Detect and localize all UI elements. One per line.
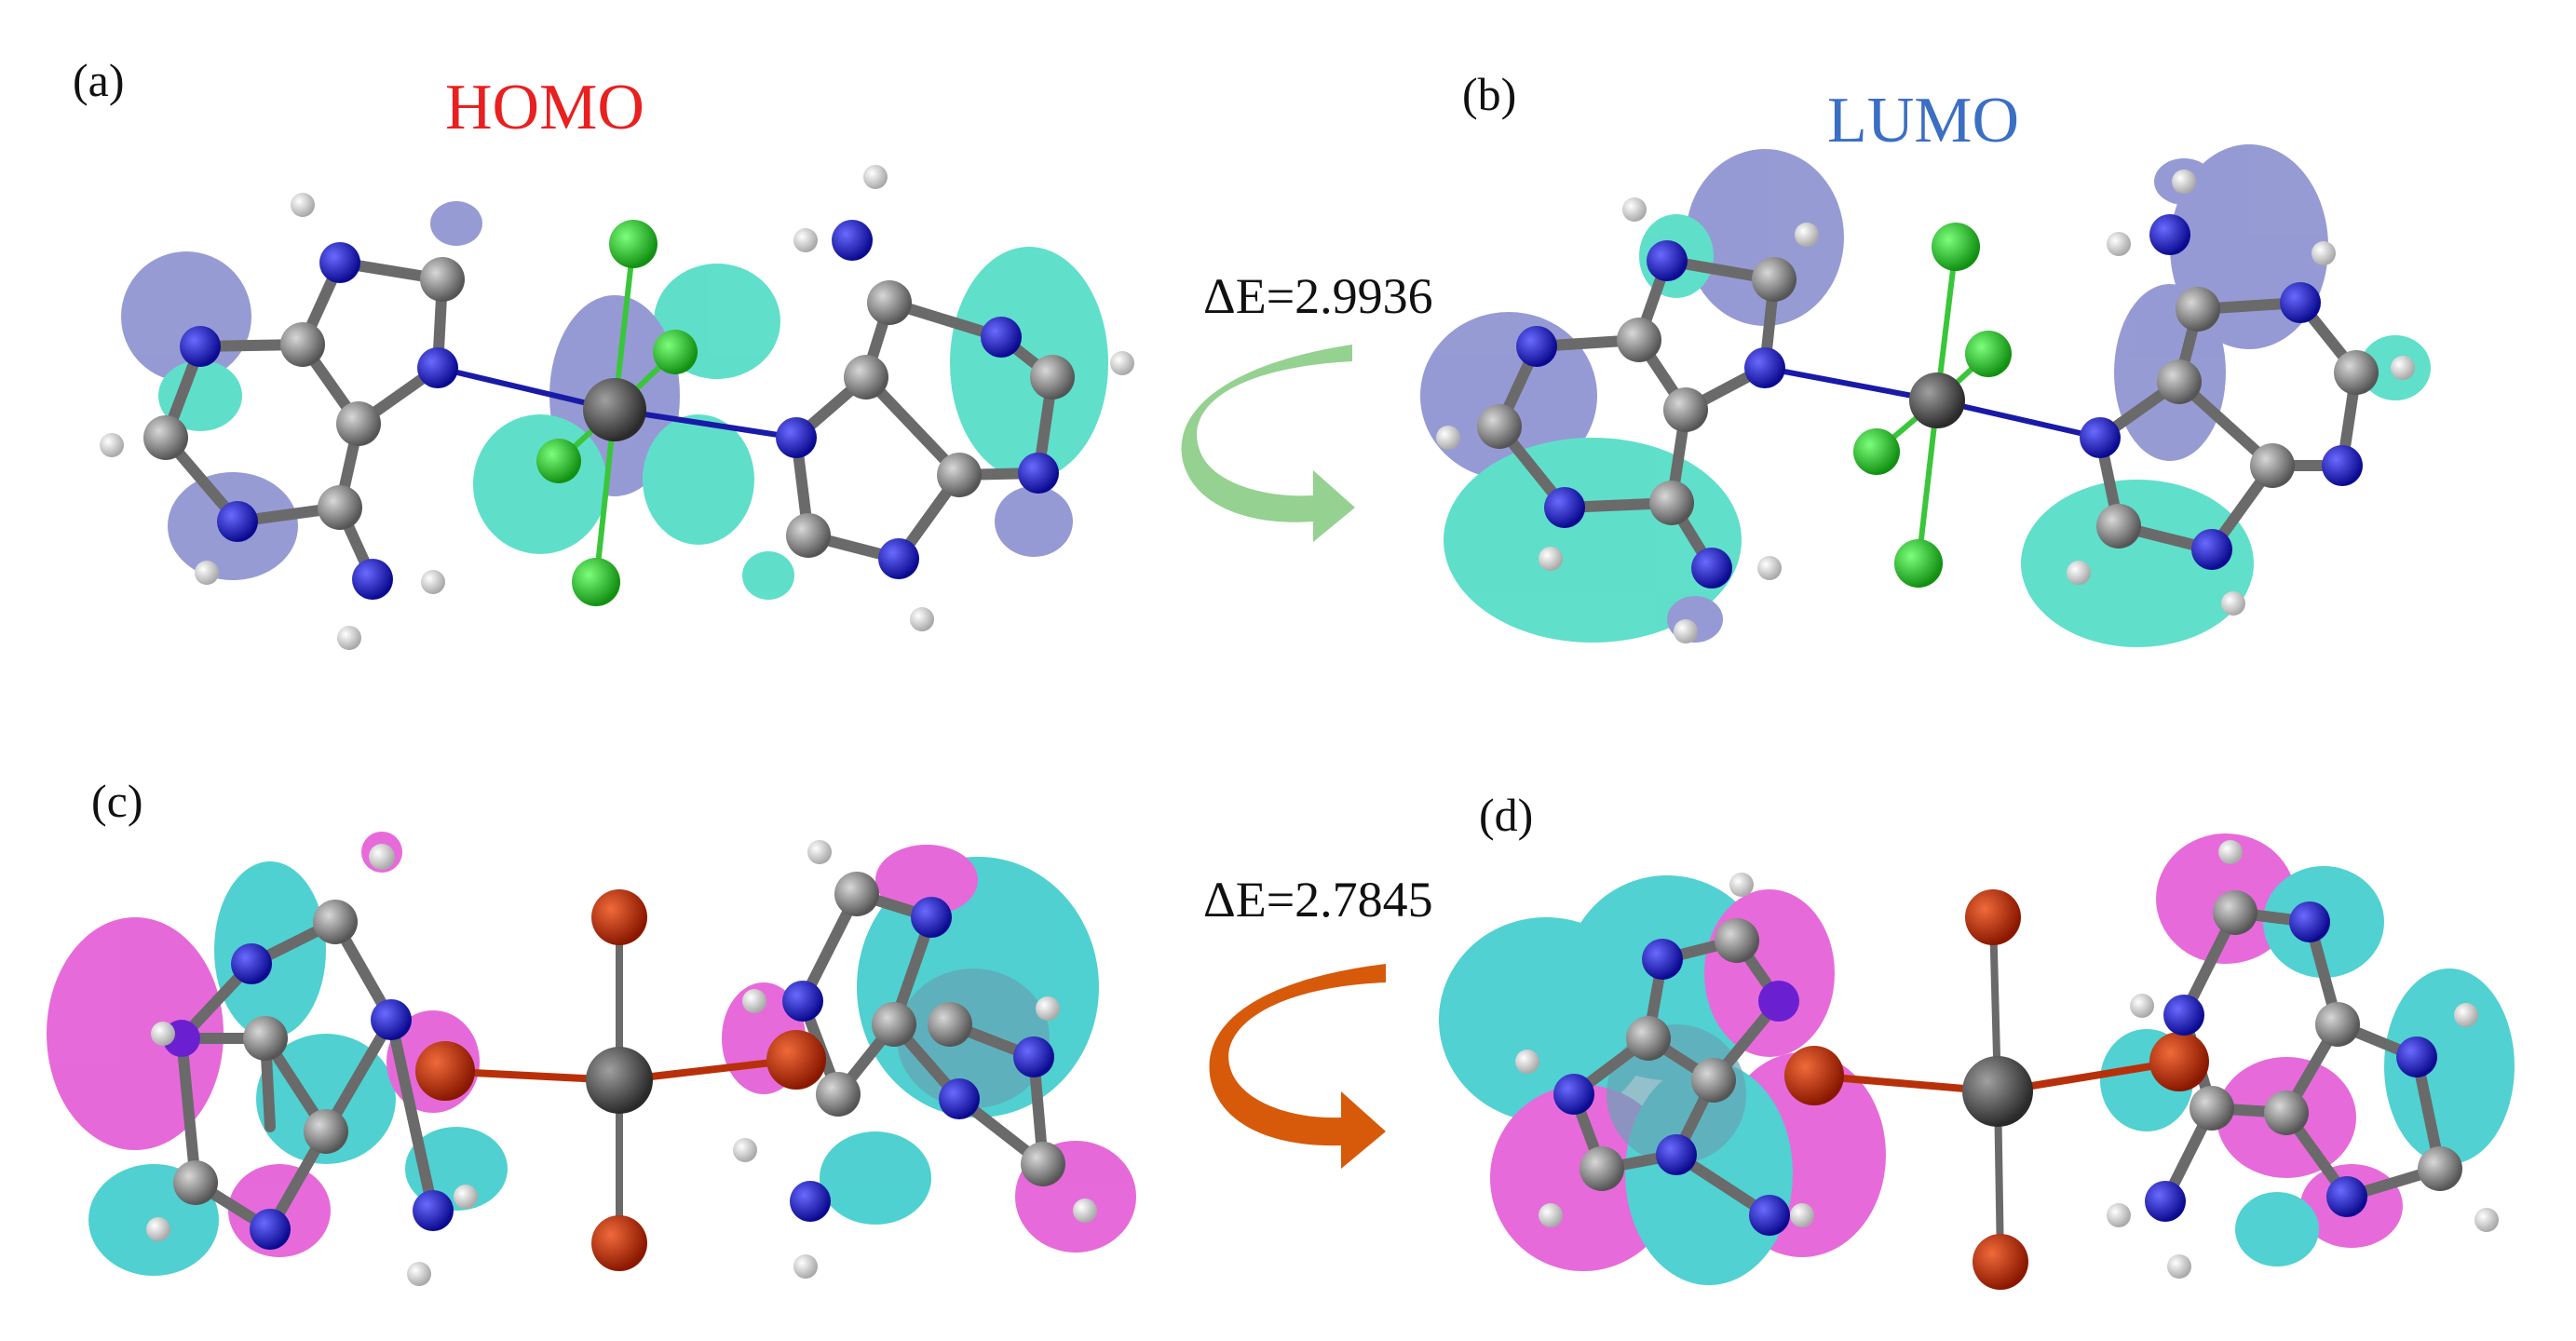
energy-gap-top: ΔE=2.9936 <box>1203 268 1433 324</box>
panel-b-label: (b) <box>1462 68 1516 120</box>
energy-gap-bottom: ΔE=2.7845 <box>1203 872 1433 928</box>
panel-d-label: (d) <box>1479 789 1533 841</box>
panel-a-title: HOMO <box>445 72 644 143</box>
panel-c-molecule <box>47 832 1136 1286</box>
rotation-arrow-bottom-icon <box>1209 964 1386 1169</box>
panel-c-orbital-lobes <box>47 832 1136 1276</box>
panel-d-molecule <box>1439 833 2515 1290</box>
lumo-orbital-lobes <box>1420 144 2431 647</box>
panel-b-molecule <box>1420 144 2431 647</box>
panel-a-label: (a) <box>73 54 125 106</box>
rotation-arrow-top-icon <box>1181 345 1355 542</box>
panel-c-label: (c) <box>91 775 143 827</box>
panel-a-molecule <box>100 165 1134 650</box>
panel-b-title: LUMO <box>1827 85 2019 156</box>
